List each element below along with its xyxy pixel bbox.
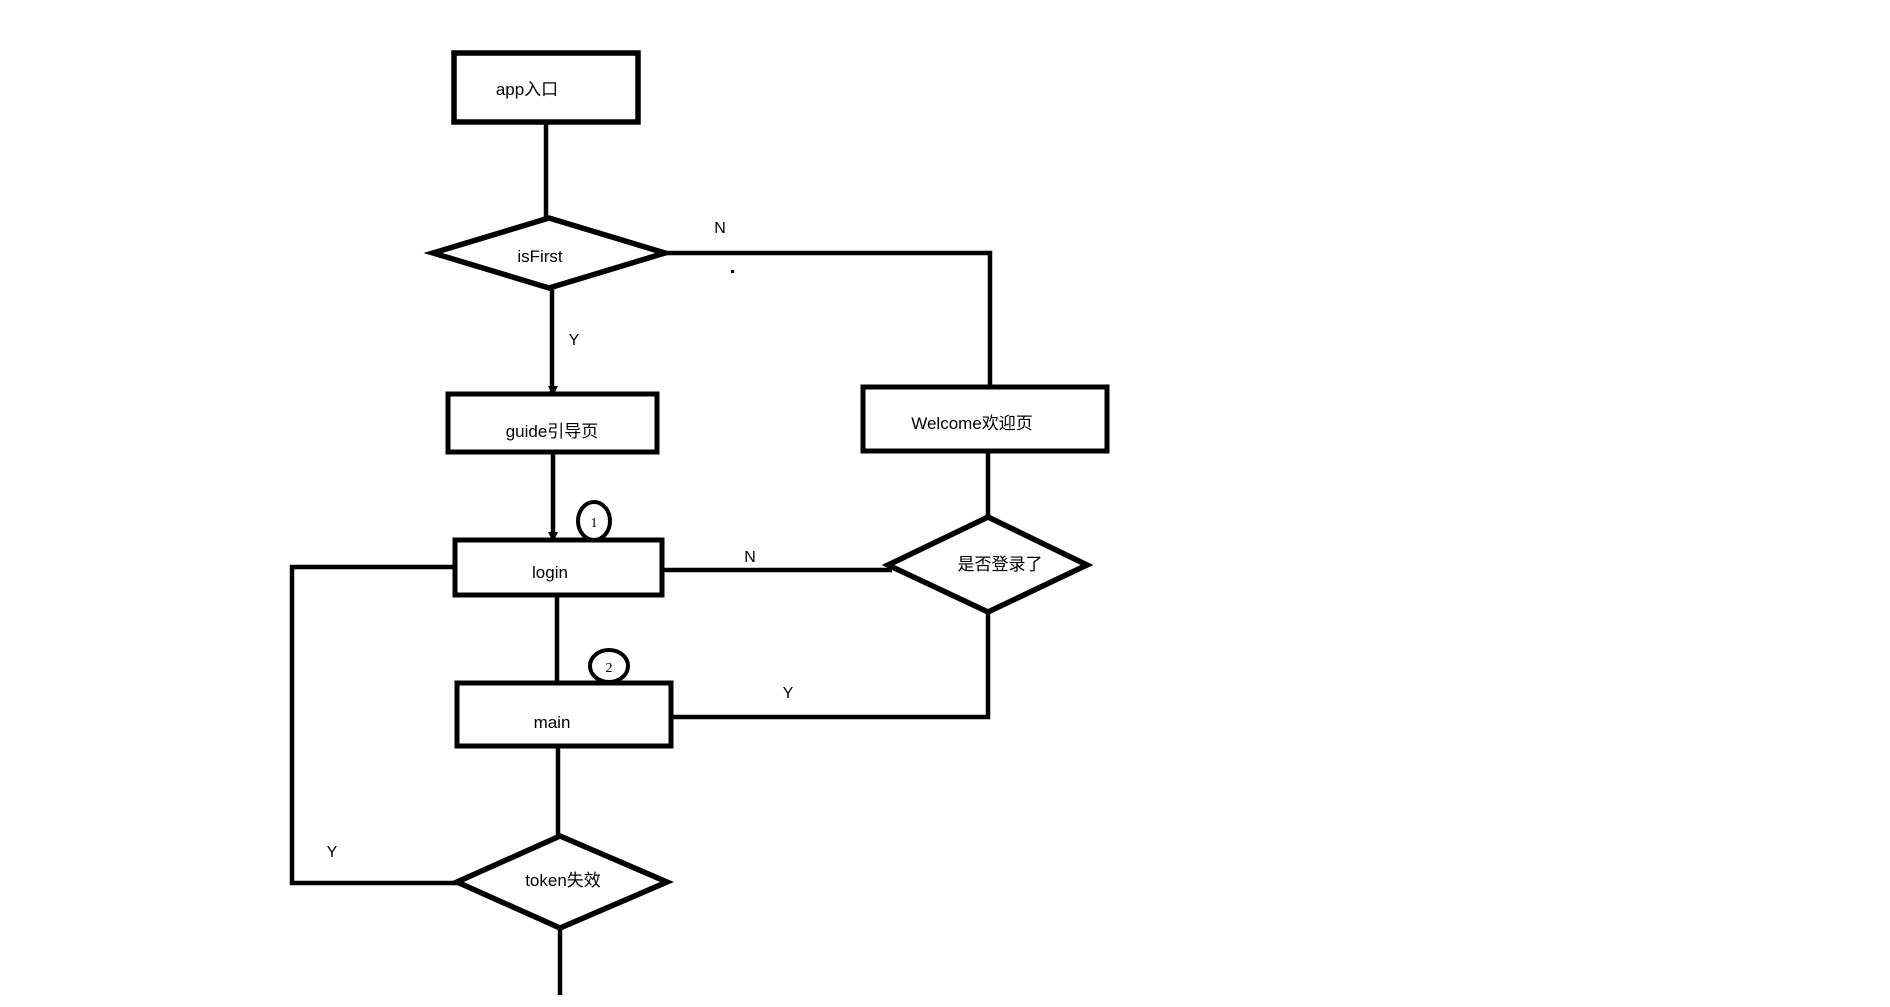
- node-is-logged-in-label: 是否登录了: [958, 555, 1043, 574]
- badge-step-2-circle: [588, 648, 630, 684]
- edge-is-logged-in-yes-to-main: [668, 608, 991, 720]
- node-app-entry-label: app入口: [496, 80, 558, 99]
- node-login-label: login: [532, 563, 568, 582]
- badge-step-2-label: 2: [606, 661, 613, 676]
- edge-label-is-logged-in-no: N: [744, 549, 756, 566]
- badge-step-1-circle: [576, 500, 612, 542]
- node-guide-label: guide引导页: [506, 422, 599, 441]
- node-guide-box: [445, 391, 660, 455]
- stray-dot: [731, 270, 734, 273]
- node-main-label: main: [534, 713, 571, 732]
- node-is-first-label: isFirst: [517, 247, 563, 266]
- arrowhead-login-top: [548, 532, 558, 542]
- node-welcome-box: [860, 384, 1110, 454]
- node-token-invalid-diamond: [450, 832, 674, 932]
- node-app-entry-box: [451, 50, 641, 125]
- edge-token-invalid-yes-loop-to-login: [289, 564, 461, 886]
- edge-label-token-invalid-yes: Y: [327, 844, 338, 861]
- node-login-box: [452, 537, 665, 598]
- node-is-logged-in-diamond: [881, 513, 1094, 616]
- edge-is-first-no-to-welcome: [663, 250, 993, 390]
- node-main-box: [454, 680, 674, 749]
- node-token-invalid-label: token失效: [525, 871, 601, 890]
- edge-label-is-first-yes: Y: [569, 332, 580, 349]
- edge-label-is-logged-in-yes: Y: [783, 685, 794, 702]
- arrowhead-guide-top: [548, 386, 558, 396]
- badge-step-1-label: 1: [591, 516, 598, 531]
- edge-label-is-first-no: N: [714, 220, 726, 237]
- node-is-first-diamond: [423, 215, 675, 291]
- node-welcome-label: Welcome欢迎页: [911, 414, 1033, 433]
